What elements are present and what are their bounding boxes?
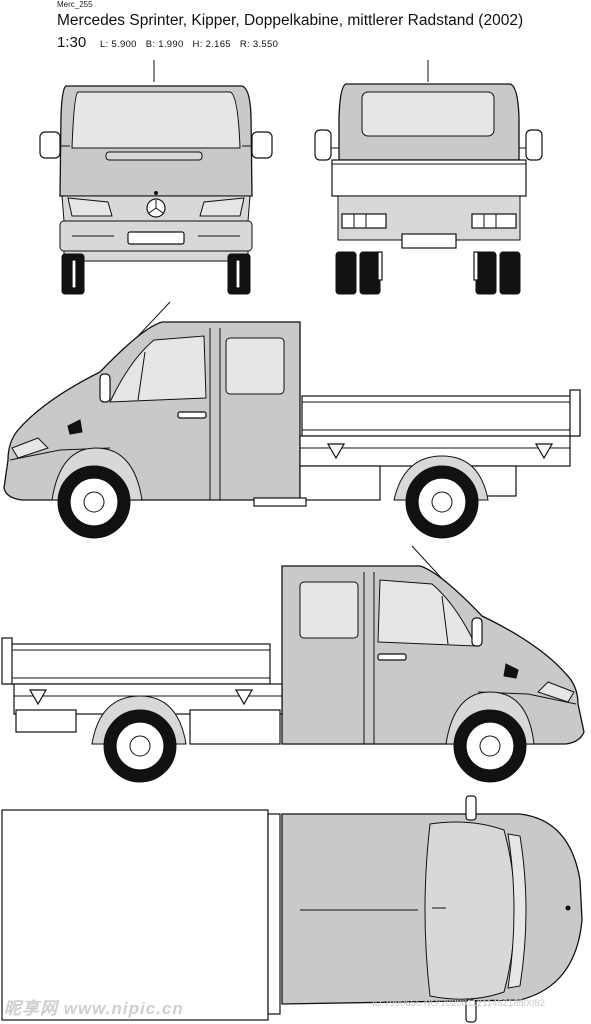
scale-label: 1:30 [57,34,87,51]
rear-view [314,60,543,295]
side-view-right [3,301,581,539]
side-view-left [1,545,585,783]
length-dim: L: 5.900 [100,39,137,50]
model-code: Merc_255 [57,0,93,9]
top-view [1,795,583,1023]
front-view [39,60,273,295]
height-dim: H: 2.165 [192,39,231,50]
width-dim: B: 1.990 [145,39,184,50]
dimensions: L: 5.900 B: 1.990 H: 2.165 R: 3.550 [100,39,287,50]
watermark-right: ID:7990656 NO:20200112114521880082 [372,998,545,1009]
drawing-title: Mercedes Sprinter, Kipper, Doppelkabine,… [57,12,524,29]
watermark-left: 昵享网 www.nipic.cn [4,999,184,1018]
wheelbase-dim: R: 3.550 [239,39,279,50]
